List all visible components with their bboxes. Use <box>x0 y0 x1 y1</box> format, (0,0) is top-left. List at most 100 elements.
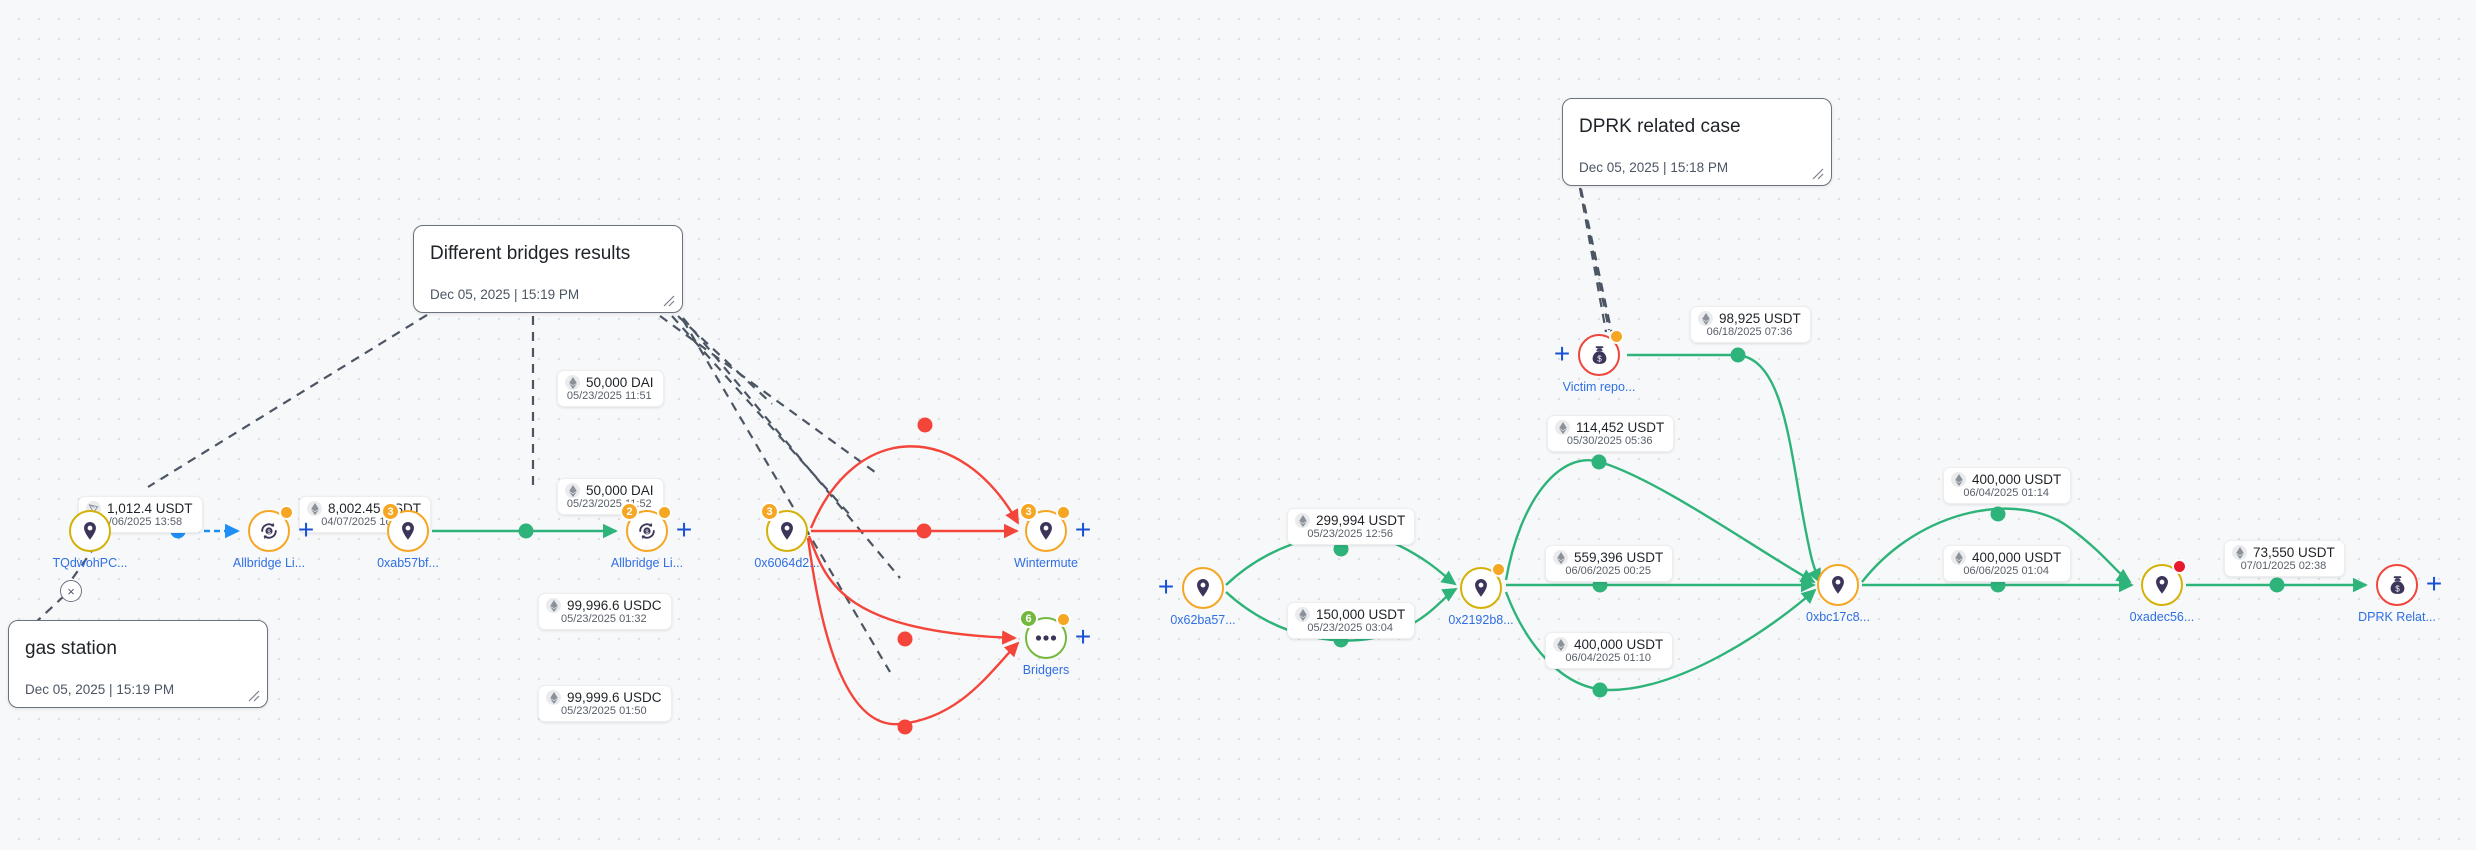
resize-grip-icon[interactable] <box>1810 166 1824 180</box>
node-pin-icon <box>1025 510 1067 552</box>
edge-label-amount-row: 400,000 USDT <box>1951 550 2061 565</box>
resize-grip-icon[interactable] <box>661 293 675 307</box>
edge-label-amount-row: 50,000 DAI <box>565 375 654 390</box>
node-label[interactable]: DPRK Relat... <box>2358 610 2436 624</box>
ethereum-icon <box>549 691 558 704</box>
edge-label-date: 06/06/2025 01:04 <box>1963 565 2049 577</box>
node-label[interactable]: 0xbc17c8... <box>1806 610 1870 624</box>
note-card-gas-station[interactable]: gas station Dec 05, 2025 | 15:19 PM <box>8 620 268 708</box>
edge-label-amount: 400,000 USDT <box>1972 472 2062 487</box>
resize-grip-icon[interactable] <box>246 688 260 702</box>
bridge-swap-icon: $ <box>261 522 277 540</box>
token-icon-wrap <box>1555 420 1570 435</box>
node-count-badge: 3 <box>760 502 779 521</box>
expand-node-button[interactable]: + <box>1074 621 1092 652</box>
note-link-close-icon[interactable]: × <box>60 580 82 602</box>
token-icon-wrap <box>565 375 580 390</box>
node-status-dot <box>279 505 294 520</box>
edge-label-date: 01/06/2025 13:58 <box>96 516 183 528</box>
edge-label-amount: 98,925 USDT <box>1719 311 1801 326</box>
edge-label-amount: 99,996.6 USDC <box>567 598 662 613</box>
close-glyph: × <box>67 583 75 599</box>
node-label[interactable]: Wintermute <box>1014 556 1078 570</box>
ethereum-icon <box>2235 546 2244 559</box>
note-card-different-bridges[interactable]: Different bridges results Dec 05, 2025 |… <box>413 225 683 313</box>
expand-node-button[interactable]: + <box>297 514 315 545</box>
note-date: Dec 05, 2025 | 15:19 PM <box>25 682 175 697</box>
node-label[interactable]: 0xab57bf... <box>377 556 439 570</box>
node-money-bag-icon: $ <box>1578 334 1620 376</box>
edge-label-amount: 50,000 DAI <box>586 375 654 390</box>
edge-label-amount: 1,012.4 USDT <box>107 501 193 516</box>
edge-label-date: 05/23/2025 12:56 <box>1307 528 1393 540</box>
svg-text:$: $ <box>1597 354 1602 363</box>
edge-label-amount: 73,550 USDT <box>2253 545 2335 560</box>
node-pin-icon <box>69 510 111 552</box>
node-count-badge: 3 <box>1019 502 1038 521</box>
edge-label-date: 05/23/2025 11:51 <box>566 390 652 402</box>
expand-node-button[interactable]: + <box>1553 338 1571 369</box>
token-icon-wrap <box>1553 637 1568 652</box>
node-pin-icon <box>1817 564 1859 606</box>
edge-label-amount: 299,994 USDT <box>1316 513 1406 528</box>
node-label[interactable]: 0x2192b8... <box>1448 613 1514 627</box>
node-label[interactable]: 0xadec56... <box>2129 610 2195 624</box>
token-icon-wrap <box>1295 607 1310 622</box>
expand-node-button[interactable]: + <box>675 514 693 545</box>
ethereum-icon <box>568 484 577 497</box>
edge-label-amount: 400,000 USDT <box>1574 637 1664 652</box>
expand-node-button[interactable]: + <box>2425 568 2443 599</box>
node-label[interactable]: Allbridge Li... <box>610 556 684 570</box>
edge-label-date: 07/01/2025 02:38 <box>2240 560 2327 572</box>
token-icon-wrap <box>546 690 561 705</box>
node-count-badge: 6 <box>1019 609 1038 628</box>
expand-node-button[interactable]: + <box>1074 514 1092 545</box>
note-card-dprk[interactable]: DPRK related case Dec 05, 2025 | 15:18 P… <box>1562 98 1832 186</box>
svg-text:$: $ <box>2395 584 2400 593</box>
token-icon-wrap <box>1553 550 1568 565</box>
expand-node-button[interactable]: + <box>1157 571 1175 602</box>
node-dots-icon <box>1025 617 1067 659</box>
ethereum-icon <box>1556 551 1565 564</box>
edge-label-amount-row: 98,925 USDT <box>1698 311 1801 326</box>
svg-text:$: $ <box>267 530 271 536</box>
node-pin-icon <box>1182 567 1224 609</box>
edge-label-amount: 50,000 DAI <box>586 483 654 498</box>
edge-label-amount: 99,999.6 USDC <box>567 690 662 705</box>
node-label[interactable]: 0x62ba57... <box>1170 613 1236 627</box>
token-icon-wrap <box>546 598 561 613</box>
node-label[interactable]: 0x6064d2... <box>754 556 820 570</box>
edge-label-date: 05/23/2025 11:52 <box>566 498 652 510</box>
token-icon-wrap <box>1698 311 1713 326</box>
node-status-dot <box>1056 612 1071 627</box>
token-icon-wrap <box>2232 545 2247 560</box>
note-date: Dec 05, 2025 | 15:19 PM <box>430 287 580 302</box>
edge-label-date: 06/04/2025 01:10 <box>1565 652 1651 664</box>
edge-label-date: 05/30/2025 05:36 <box>1566 435 1653 447</box>
node-label[interactable]: TQdwohPC... <box>52 556 128 570</box>
edge-label-date: 06/04/2025 01:14 <box>1963 487 2049 499</box>
node-label[interactable]: Bridgers <box>1022 663 1070 677</box>
node-bridge-swap-icon: $ <box>626 510 668 552</box>
node-pin-icon <box>387 510 429 552</box>
node-status-dot <box>1609 329 1624 344</box>
edge-label-amount-row: 299,994 USDT <box>1295 513 1405 528</box>
node-label[interactable]: Victim repo... <box>1562 380 1636 394</box>
pin-icon <box>781 522 793 540</box>
edge-label-amount: 114,452 USDT <box>1576 420 1665 435</box>
node-label[interactable]: Allbridge Li... <box>232 556 306 570</box>
